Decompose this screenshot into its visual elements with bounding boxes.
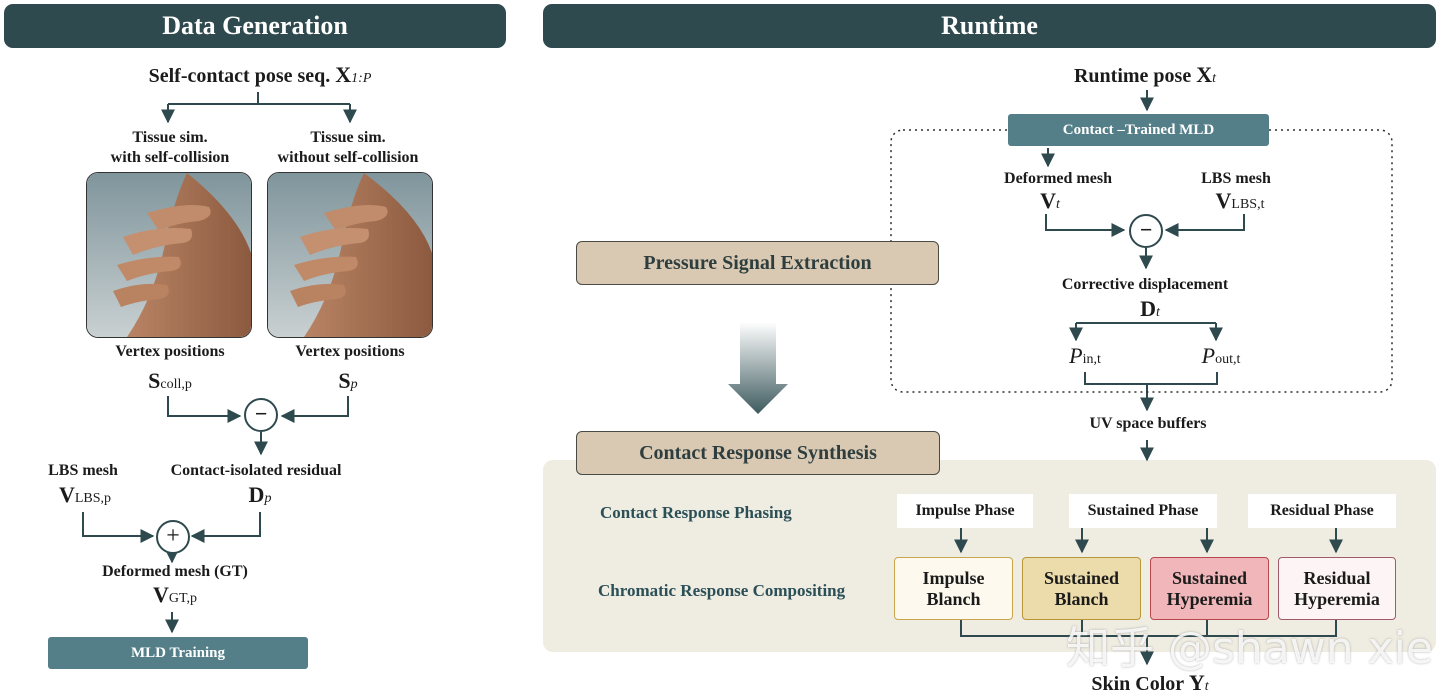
deformed-mesh-label: Deformed mesh	[1004, 170, 1112, 187]
p-out-t-symbol: Pout,t	[1201, 343, 1241, 368]
contact-response-synthesis-box: Contact Response Synthesis	[576, 431, 940, 475]
v-lbs-t-symbol: VLBS,t	[1215, 188, 1265, 213]
lbs-mesh-label-left: LBS mesh	[48, 462, 118, 479]
mld-dotted-region	[890, 129, 1393, 393]
chromatic-response-compositing-label: Chromatic Response Compositing	[598, 581, 846, 600]
residual-phase-box: Residual Phase	[1248, 494, 1396, 528]
contact-response-phasing-label: Contact Response Phasing	[600, 503, 792, 522]
runtime-pose-label: Runtime pose Xt	[1073, 62, 1216, 87]
add-operator: +	[156, 520, 190, 554]
sim-with-collision-label: Tissue sim.with self-collision	[110, 129, 230, 166]
v-t-symbol: Vt	[1040, 188, 1060, 213]
v-gt-p-symbol: VGT,p	[152, 582, 197, 607]
big-down-arrow	[728, 322, 788, 414]
sim-without-collision-label: Tissue sim.without self-collision	[277, 129, 419, 166]
trained-mld-box: Contact –Trained MLD	[1008, 114, 1269, 146]
render-without-collision-image	[267, 172, 433, 338]
watermark: 知乎 @shawn xie	[1066, 623, 1433, 674]
d-p-symbol: Dp	[248, 482, 272, 507]
s-p-symbol: Sp	[338, 368, 358, 393]
vertex-positions-left: Vertex positions	[115, 343, 225, 360]
skin-color-label: Skin Color Yt	[1091, 670, 1209, 695]
p-in-t-symbol: Pin,t	[1069, 343, 1101, 368]
vertex-positions-right: Vertex positions	[295, 343, 405, 360]
deformed-mesh-gt-label: Deformed mesh (GT)	[102, 563, 248, 580]
subtract-operator-right: −	[1129, 214, 1163, 248]
pose-seq-label: Self-contact pose seq. X1:P	[148, 62, 372, 87]
uv-space-buffers-label: UV space buffers	[1089, 415, 1207, 432]
subtract-operator-left: −	[244, 398, 278, 432]
v-lbs-p-symbol: VLBS,p	[58, 482, 112, 507]
sustained-phase-box: Sustained Phase	[1069, 494, 1217, 528]
d-t-symbol: Dt	[1140, 296, 1160, 321]
pressure-signal-extraction-box: Pressure Signal Extraction	[576, 241, 939, 285]
lbs-mesh-label-right: LBS mesh	[1201, 170, 1271, 187]
header-data-generation: Data Generation	[4, 4, 506, 48]
mld-training-box: MLD Training	[48, 637, 308, 669]
corrective-displacement-label: Corrective displacement	[1061, 276, 1229, 293]
header-runtime: Runtime	[543, 4, 1436, 48]
s-coll-symbol: Scoll,p	[148, 368, 192, 393]
impulse-phase-box: Impulse Phase	[897, 494, 1033, 528]
contact-isolated-residual-label: Contact-isolated residual	[170, 462, 342, 479]
render-with-collision-image	[86, 172, 252, 338]
